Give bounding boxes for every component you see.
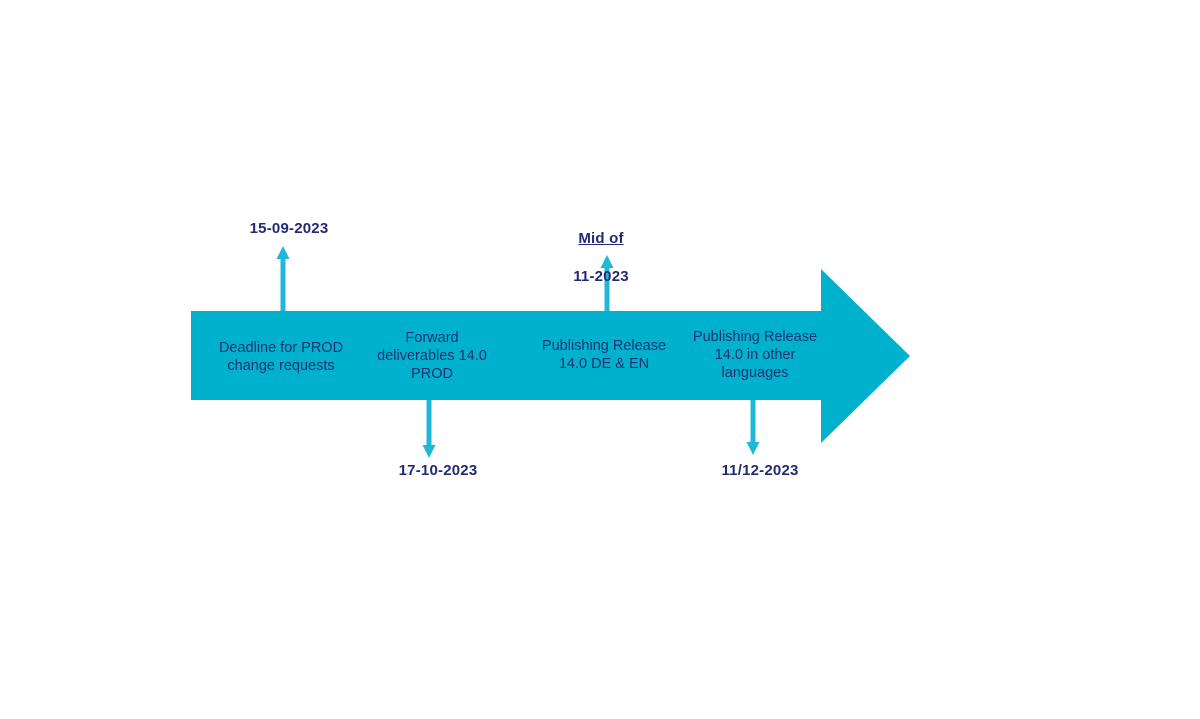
date-label-mid-of-november-line1: Mid of — [578, 230, 624, 247]
up-connector-2-arrowhead-icon — [600, 255, 614, 268]
milestone-forward-deliverables-prod: Forward deliverables 14.0 PROD — [377, 330, 487, 382]
milestone-deadline-prod-change-requests: Deadline for PROD change requests — [218, 340, 344, 374]
down-connector-1-arrowhead-icon — [422, 445, 436, 458]
date-label-mid-of-november-line2: 11-2023 — [573, 268, 629, 285]
date-label-deadline: 15-09-2023 — [249, 220, 329, 237]
date-label-mid-of-november: Mid of 11-2023 — [573, 210, 629, 286]
timeline-arrow-shape — [191, 269, 910, 443]
up-connector-1-arrowhead-icon — [276, 246, 290, 259]
down-connector-2-arrowhead-icon — [746, 442, 760, 455]
date-label-forward-deliverables: 17-10-2023 — [398, 462, 478, 479]
date-label-other-languages: 11/12-2023 — [721, 462, 799, 479]
milestone-publishing-release-other-languages: Publishing Release 14.0 in other languag… — [692, 329, 818, 381]
milestone-publishing-release-de-en: Publishing Release 14.0 DE & EN — [541, 338, 667, 372]
